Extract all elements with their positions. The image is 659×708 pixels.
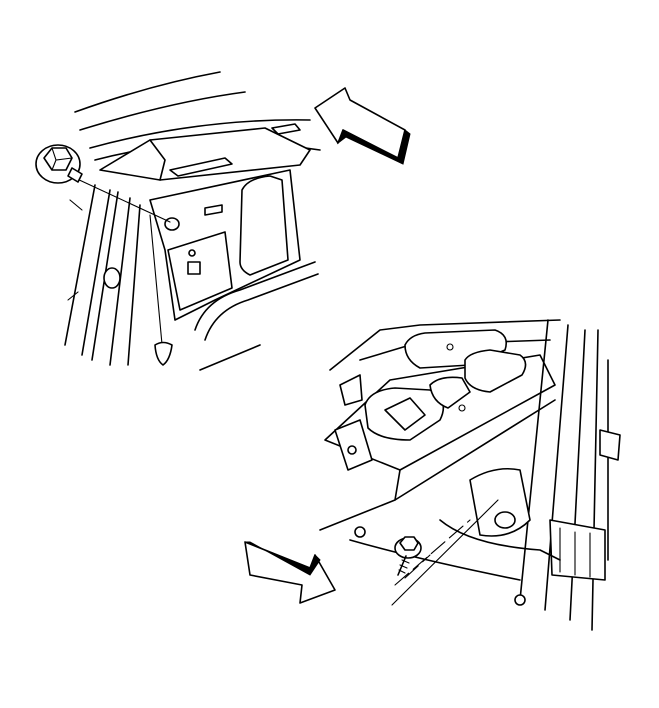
lower-right-view — [244, 319, 621, 631]
pillar-tabs — [67, 199, 83, 301]
pillar-edge-1 — [81, 189, 111, 356]
bolt-leader-dashed — [394, 519, 471, 586]
drop-marker — [154, 341, 173, 366]
underbody-curve-2 — [349, 539, 521, 581]
pillar-r-tab — [599, 429, 621, 461]
beam-pocket-4 — [429, 376, 471, 409]
pillar-hole — [103, 267, 121, 289]
pillar-r-plate — [549, 519, 606, 581]
pillar-edge-outer — [64, 184, 96, 346]
pillar-edge-4 — [127, 204, 141, 366]
underbody-hole — [354, 526, 366, 538]
roof-panel-line — [89, 119, 311, 149]
bolt-leader-line-2 — [391, 499, 499, 606]
pillar-r-ribs — [559, 527, 591, 578]
frame-top-edge — [329, 319, 561, 371]
panel-slot — [204, 204, 223, 216]
bracket-small-hole — [188, 249, 196, 257]
upper-left-view — [35, 71, 411, 371]
header-slot-right — [271, 123, 301, 135]
floor-line — [199, 344, 261, 371]
arrow-down-right-icon — [244, 541, 336, 604]
beam-lower-edge — [319, 469, 401, 531]
bolt-hole — [164, 217, 180, 231]
pillar-r-edge-4 — [591, 329, 599, 631]
sill-curve-1 — [194, 261, 316, 331]
roof-edge-line-2 — [79, 91, 246, 131]
roof-edge-line — [74, 71, 221, 113]
left-bracket — [334, 419, 373, 471]
bolt-leader-line — [74, 177, 171, 223]
bracket-square-hole — [187, 261, 201, 275]
sill-curve-2 — [204, 273, 319, 341]
pillar-r-edge-1 — [519, 319, 549, 601]
beam-lower-edge-2 — [394, 399, 556, 501]
arrow-up-left-icon — [314, 87, 411, 165]
underbody-curve — [439, 519, 561, 561]
beam-dot-2 — [458, 404, 466, 412]
washer-bolt-icon — [394, 536, 422, 576]
pillar-r-edge-2 — [544, 324, 569, 611]
mount-hole — [494, 511, 516, 529]
window-opening — [239, 175, 289, 276]
beam-pocket-inner — [384, 397, 426, 431]
drop-leader-line — [149, 214, 164, 356]
header-panel-edge — [149, 139, 166, 181]
left-small-bracket — [339, 374, 363, 406]
underbody-hole-2 — [514, 594, 526, 606]
beam-dot — [446, 343, 454, 351]
beam-pocket-2 — [464, 349, 527, 393]
flange-bolt-icon — [35, 144, 83, 184]
left-bracket-hole — [347, 445, 357, 455]
header-slot — [169, 157, 233, 177]
